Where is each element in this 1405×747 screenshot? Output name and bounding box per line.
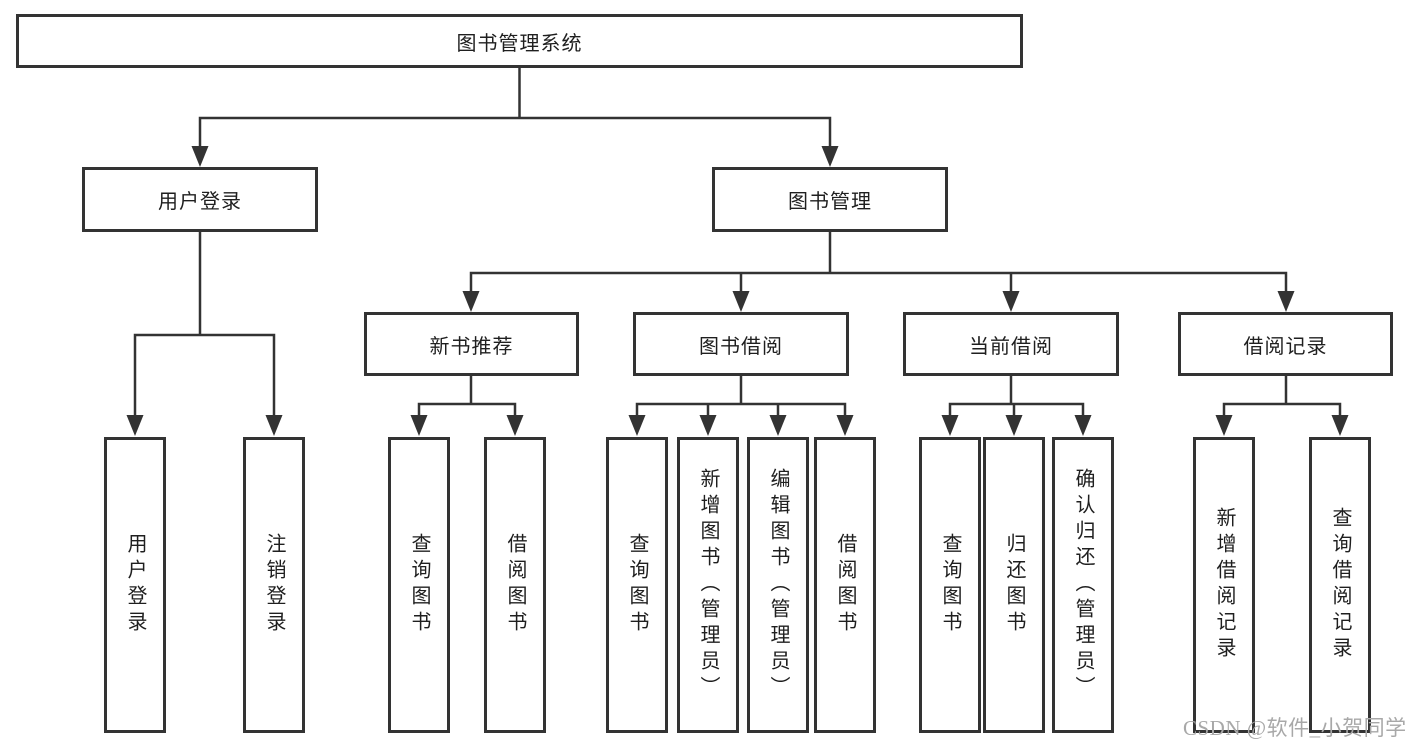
- node-current-borrowing: 当前借阅: [903, 312, 1119, 376]
- leaf-edit-books-admin: 编辑图书（管理员）: [747, 437, 809, 733]
- connector-book-mgmt-to-level3: [469, 231, 1288, 294]
- leaf-add-books-admin: 新增图书（管理员）: [677, 437, 739, 733]
- leaf-borrow-books-recommend: 借阅图书: [484, 437, 546, 733]
- leaf-user-login: 用户登录: [104, 437, 166, 733]
- leaf-query-books-recommend: 查询图书: [388, 437, 450, 733]
- connector-user-login-children: [133, 231, 276, 417]
- connector-current-borrow-children: [948, 375, 1085, 417]
- node-borrowing-records: 借阅记录: [1178, 312, 1393, 376]
- node-book-borrowing: 图书借阅: [633, 312, 849, 376]
- connector-book-borrow-children: [635, 375, 847, 417]
- csdn-watermark: CSDN @软件_小贺同学: [1183, 716, 1405, 740]
- leaf-query-borrow-record: 查询借阅记录: [1309, 437, 1371, 733]
- leaf-return-books: 归还图书: [983, 437, 1045, 733]
- node-user-login: 用户登录: [82, 167, 318, 232]
- leaf-confirm-return-admin: 确认归还（管理员）: [1052, 437, 1114, 733]
- leaf-add-borrow-record: 新增借阅记录: [1193, 437, 1255, 733]
- connector-root-to-level2: [198, 66, 832, 149]
- leaf-query-books-current: 查询图书: [919, 437, 981, 733]
- connector-borrow-records-children: [1222, 375, 1342, 417]
- leaf-query-books-borrow: 查询图书: [606, 437, 668, 733]
- leaf-borrow-books: 借阅图书: [814, 437, 876, 733]
- connector-new-book-children: [417, 375, 517, 417]
- node-book-management: 图书管理: [712, 167, 948, 232]
- node-library-management-system: 图书管理系统: [16, 14, 1023, 68]
- leaf-logout: 注销登录: [243, 437, 305, 733]
- node-new-book-recommendation: 新书推荐: [364, 312, 579, 376]
